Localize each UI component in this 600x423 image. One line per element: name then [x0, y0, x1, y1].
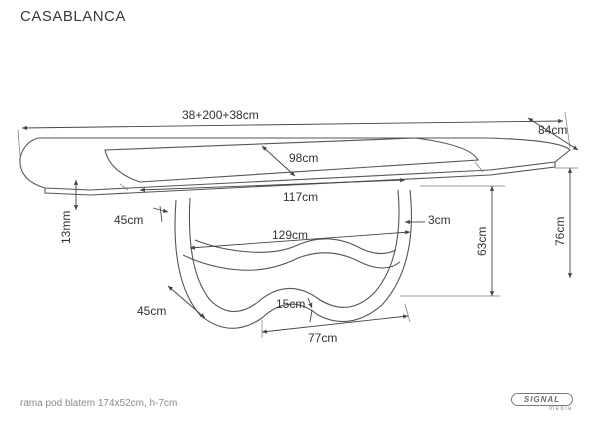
dim-length-total: 38+200+38cm	[182, 108, 259, 122]
dim-base-inner-gap: 15cm	[276, 297, 305, 311]
frame-note: rama pod blatem 174x52cm, h-7cm	[20, 398, 178, 409]
dim-height-to-frame: 63cm	[475, 227, 489, 256]
product-title: CASABLANCA	[20, 8, 126, 25]
dim-glass-insert: 98cm	[289, 151, 318, 165]
brand-logo: SIGNAL meble	[509, 393, 573, 413]
dim-base-inner-width: 129cm	[272, 228, 308, 242]
dim-depth: 84cm	[538, 123, 567, 137]
dim-base-offset: 45cm	[114, 213, 143, 227]
brand-logo-text: SIGNAL	[511, 393, 573, 406]
brand-logo-sub: meble	[549, 406, 573, 412]
table-top	[19, 137, 571, 196]
dim-base-foot-length: 77cm	[308, 331, 337, 345]
dim-base-side-gap: 3cm	[428, 213, 451, 227]
dim-frame-length: 117cm	[283, 190, 318, 204]
dim-height-total: 76cm	[553, 217, 567, 246]
dim-base-depth: 45cm	[137, 304, 166, 318]
dimension-lines	[17, 111, 579, 338]
dim-top-thickness: 13mm	[59, 211, 73, 244]
